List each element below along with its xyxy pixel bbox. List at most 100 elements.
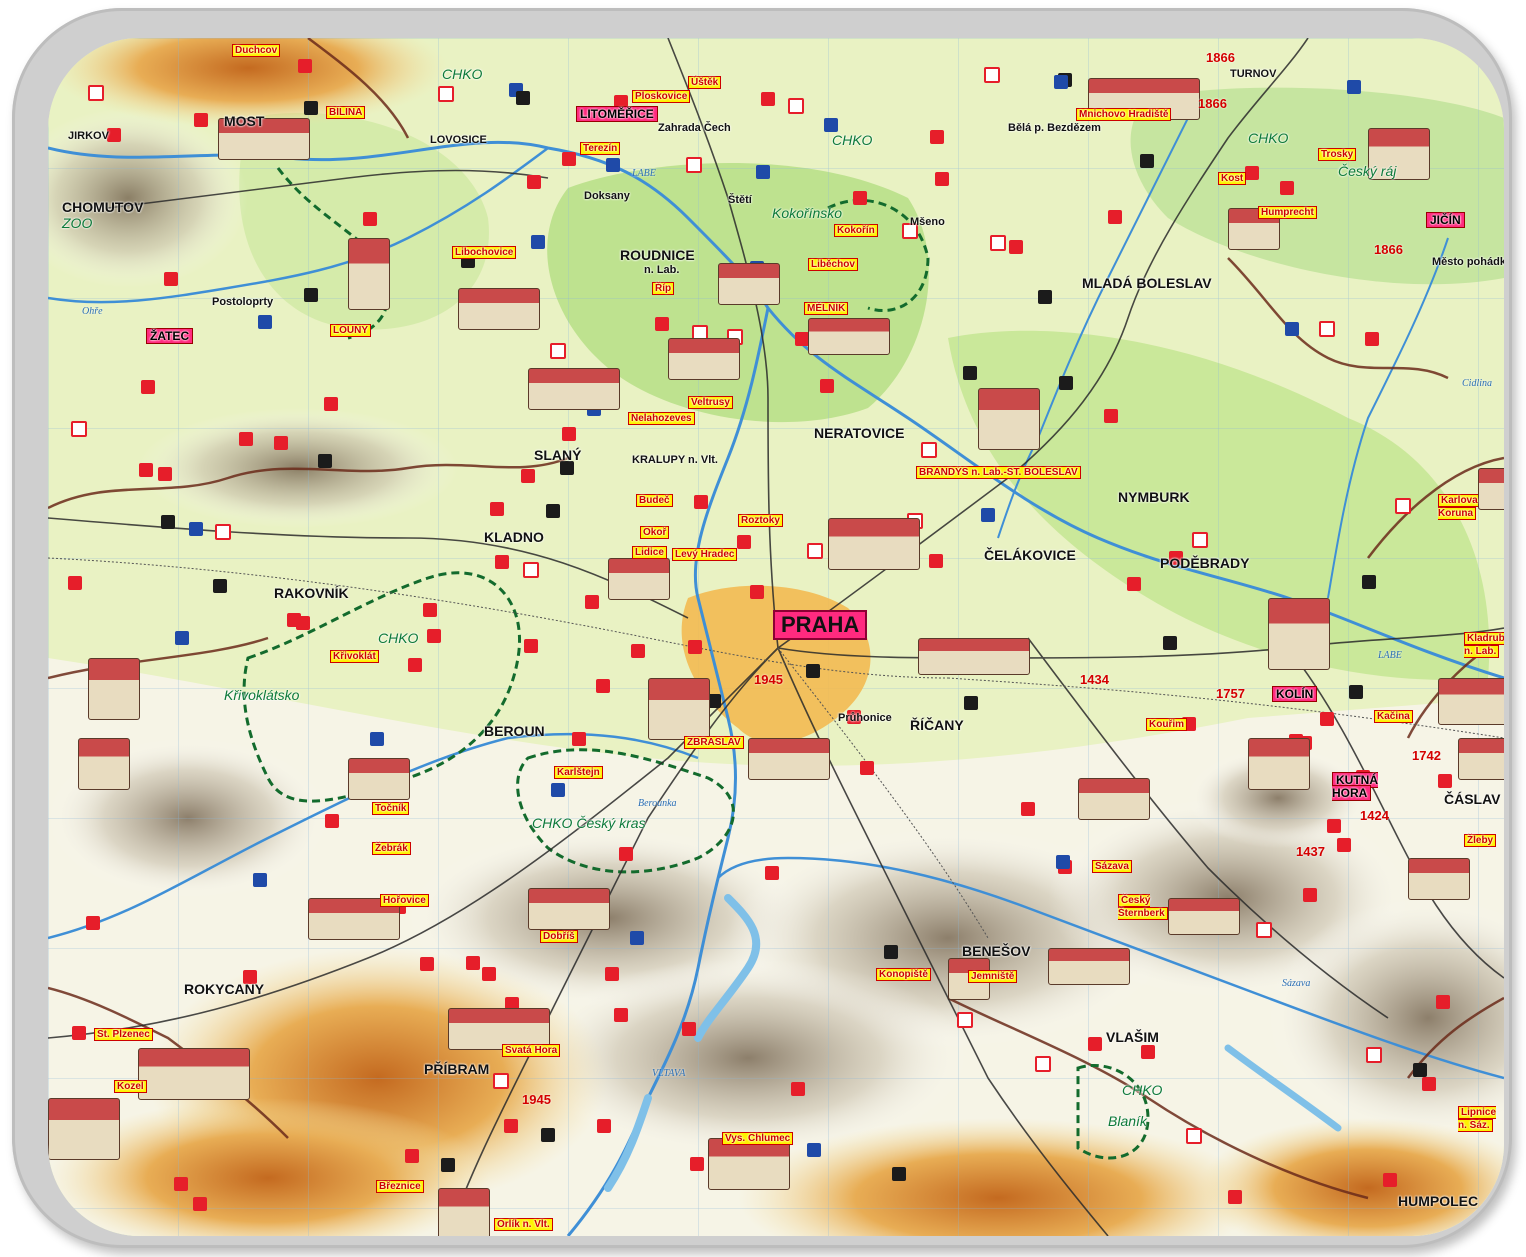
label-humprecht[interactable]: Humprecht xyxy=(1258,206,1317,219)
monument-symbol-icon xyxy=(304,288,319,303)
label-krivoklat[interactable]: Křivoklát xyxy=(330,650,379,663)
label-nelahozeves[interactable]: Nelahozeves xyxy=(628,412,695,425)
label-konopiste[interactable]: Konopiště xyxy=(876,968,931,981)
label-kladruby[interactable]: Kladruby n. Lab. xyxy=(1464,632,1504,658)
label-ustek[interactable]: Úštěk xyxy=(688,76,722,89)
town-label-caslav[interactable]: ČÁSLAV xyxy=(1444,791,1501,807)
town-label-lovosice[interactable]: LOVOSICE xyxy=(430,134,487,146)
town-label-postoloprty[interactable]: Postoloprty xyxy=(212,296,274,308)
town-label-rakovnik[interactable]: RAKOVNÍK xyxy=(274,585,349,601)
chko-label: CHKO xyxy=(378,630,419,646)
label-karlstejn[interactable]: Karlštejn xyxy=(554,766,603,779)
town-label-mlada-boleslav[interactable]: MLADÁ BOLESLAV xyxy=(1082,275,1212,291)
railway-network xyxy=(48,557,1504,939)
castle-pictogram xyxy=(978,388,1040,450)
label-mesto-pohadky[interactable]: Město pohádky xyxy=(1432,256,1504,268)
label-kourim[interactable]: Kouřim xyxy=(1146,718,1187,731)
label-st-plzenec[interactable]: St. Plzenec xyxy=(94,1028,153,1041)
label-kozel[interactable]: Kozel xyxy=(114,1080,147,1093)
region-label-kokorinsko: Kokořínsko xyxy=(772,205,843,221)
info-symbol-icon xyxy=(1285,322,1300,337)
label-trosky[interactable]: Trosky xyxy=(1318,148,1357,161)
town-label-chomutov[interactable]: CHOMUTOV xyxy=(62,199,144,215)
label-budec[interactable]: Budeč xyxy=(636,494,673,507)
castle-symbol-icon xyxy=(1126,577,1141,592)
label-breznice[interactable]: Březnice xyxy=(376,1180,424,1193)
label-lidice[interactable]: Lidice xyxy=(632,546,667,559)
label-kokorin[interactable]: Kokořín xyxy=(834,224,878,237)
label-doksany[interactable]: Doksany xyxy=(584,190,630,202)
town-label-melnik[interactable]: MĚLNÍK xyxy=(804,302,849,315)
label-pruhonice[interactable]: Průhonice xyxy=(838,712,892,724)
label-lipnice[interactable]: Lipnice n. Sáz. xyxy=(1458,1106,1497,1132)
label-levy-hradec[interactable]: Levý Hradec xyxy=(672,548,738,561)
town-label-louny[interactable]: LOUNY xyxy=(330,324,371,337)
label-bela[interactable]: Bělá p. Bezdězem xyxy=(1008,122,1101,134)
town-label-ricany[interactable]: ŘÍČANY xyxy=(910,717,964,733)
river-vltava xyxy=(566,307,770,1236)
town-label-terezin[interactable]: Terezín xyxy=(580,142,621,155)
label-tocnik[interactable]: Točník xyxy=(372,802,410,815)
label-roztoky[interactable]: Roztoky xyxy=(738,514,783,527)
label-kost[interactable]: Kost xyxy=(1218,172,1247,185)
city-label-praha[interactable]: PRAHA xyxy=(773,610,868,640)
label-libechov[interactable]: Liběchov xyxy=(808,258,858,271)
label-rip[interactable]: Říp xyxy=(652,282,675,295)
town-label-celakovice[interactable]: ČELÁKOVICE xyxy=(984,547,1076,563)
town-label-zatec[interactable]: ŽATEC xyxy=(146,328,194,344)
town-label-rokycany[interactable]: ROKYCANY xyxy=(184,981,265,997)
label-veltrusy[interactable]: Veltrusy xyxy=(688,396,733,409)
monument-symbol-icon xyxy=(515,91,530,106)
town-label-jicin[interactable]: JIČÍN xyxy=(1426,212,1465,228)
town-label-mnichovo[interactable]: Mnichovo Hradiště xyxy=(1076,108,1172,121)
town-label-litomerice[interactable]: LITOMĚŘICE xyxy=(576,106,658,122)
town-label-benesov[interactable]: BENEŠOV xyxy=(962,943,1031,959)
battle-marker-icon xyxy=(1365,1047,1382,1064)
town-label-kutna-hora[interactable]: KUTNÁ HORA xyxy=(1332,772,1378,801)
town-label-slany[interactable]: SLANÝ xyxy=(534,447,582,463)
monument-symbol-icon xyxy=(304,101,319,115)
label-ploskovice[interactable]: Ploskovice xyxy=(632,90,691,103)
battle-year-label: 1866 xyxy=(1206,50,1235,65)
town-label-roudnice[interactable]: ROUDNICE xyxy=(620,247,695,263)
town-label-beroun[interactable]: BEROUN xyxy=(484,723,545,739)
map-viewport[interactable]: PRAHA Duchcov BÍLINA MOST JIRKOV CHOMUTO… xyxy=(48,38,1504,1236)
town-label-vlasim[interactable]: VLAŠIM xyxy=(1106,1029,1159,1045)
town-label-neratovice[interactable]: NERATOVICE xyxy=(814,425,905,441)
label-zleby[interactable]: Žleby xyxy=(1464,834,1497,847)
label-okor[interactable]: Okoř xyxy=(640,526,670,539)
label-karlova-koruna[interactable]: Karlova Koruna xyxy=(1438,494,1478,520)
label-zahrada-cech[interactable]: Zahrada Čech xyxy=(658,122,731,134)
label-horovice[interactable]: Hořovice xyxy=(380,894,429,907)
label-dobris[interactable]: Dobříš xyxy=(540,930,578,943)
town-label-pribram[interactable]: PŘÍBRAM xyxy=(424,1061,490,1077)
label-vys-chlumec[interactable]: Vys. Chlumec xyxy=(722,1132,794,1145)
town-label-humpolec[interactable]: HUMPOLEC xyxy=(1398,1193,1479,1209)
town-label-kralupy[interactable]: KRALUPY n. Vlt. xyxy=(632,454,718,466)
label-cesky-sternberk[interactable]: Český Šternberk xyxy=(1118,894,1188,920)
label-jemniste[interactable]: Jemniště xyxy=(968,970,1018,983)
town-label-most[interactable]: MOST xyxy=(224,113,265,129)
town-label-podebrady[interactable]: PODĚBRADY xyxy=(1160,555,1250,571)
town-label-brandys[interactable]: BRANDÝS n. Lab.-ST. BOLESLAV xyxy=(916,466,1081,479)
town-label-turnov[interactable]: TURNOV xyxy=(1230,68,1277,80)
town-label-jirkov[interactable]: JIRKOV xyxy=(68,130,109,142)
label-sazava[interactable]: Sázava xyxy=(1092,860,1132,873)
battle-marker-icon xyxy=(984,66,1001,83)
label-libochovice[interactable]: Libochovice xyxy=(452,246,517,259)
town-label-kladno[interactable]: KLADNO xyxy=(484,529,544,545)
town-label-zbraslav[interactable]: ZBRASLAV xyxy=(684,736,744,749)
label-zebrak[interactable]: Žebrák xyxy=(372,842,411,855)
castle-symbol-icon xyxy=(737,534,752,549)
town-label-kolin[interactable]: KOLÍN xyxy=(1272,686,1318,702)
town-label-nymburk[interactable]: NYMBURK xyxy=(1118,489,1190,505)
label-kacina[interactable]: Kačina xyxy=(1374,710,1413,723)
label-steti[interactable]: Štětí xyxy=(728,194,752,206)
label-mseno[interactable]: Mšeno xyxy=(910,216,945,228)
info-symbol-icon xyxy=(530,234,545,249)
town-label-bilina[interactable]: BÍLINA xyxy=(326,106,366,119)
castle-pictogram xyxy=(668,338,740,380)
label-orlik[interactable]: Orlík n. Vlt. xyxy=(494,1218,553,1231)
town-label-duchcov[interactable]: Duchcov xyxy=(232,44,281,57)
label-svata-hora[interactable]: Svatá Hora xyxy=(502,1044,561,1057)
